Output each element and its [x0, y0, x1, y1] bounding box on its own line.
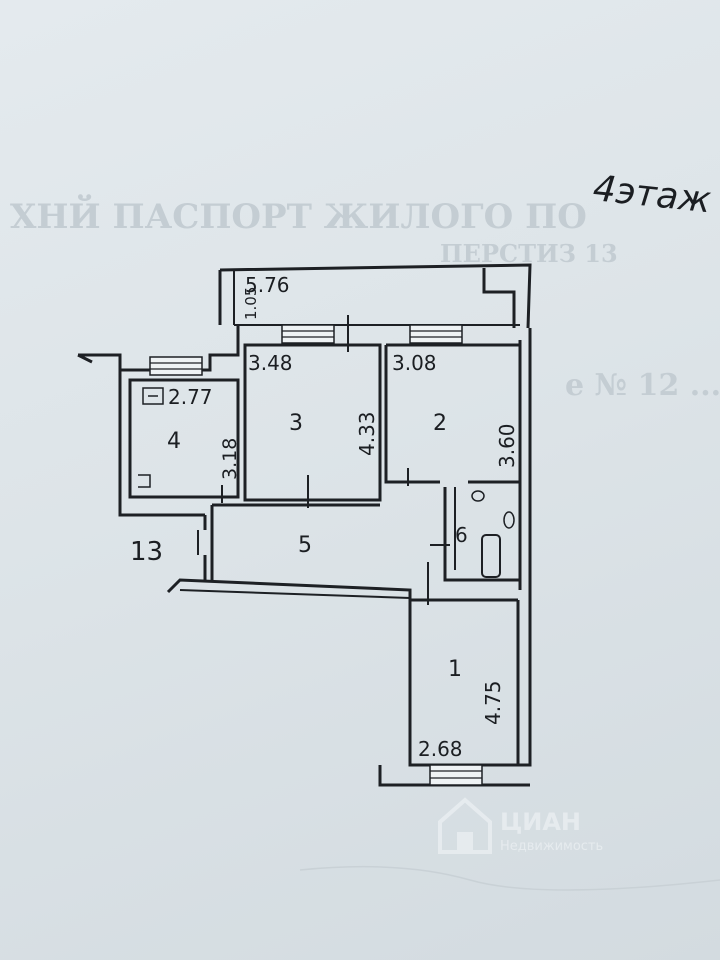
- background-title-text: ХНЙ ПАСПОРТ ЖИЛОГО ПО: [10, 194, 587, 237]
- room-5-number: 5: [298, 533, 312, 558]
- room-6: [430, 487, 520, 582]
- house-icon: [438, 797, 492, 854]
- room-3-width-label: 3.48: [248, 351, 293, 375]
- room-2-number: 2: [433, 411, 447, 436]
- balcony-depth-label: 1.05: [242, 287, 260, 320]
- watermark-brand: ЦИАН: [500, 808, 581, 836]
- room-3-length-label: 4.33: [355, 411, 379, 456]
- window-room-1: [429, 764, 483, 786]
- balcony-width-label: 5.76: [245, 273, 290, 297]
- cian-watermark: ЦИАН Недвижимость: [438, 797, 603, 854]
- watermark-subtitle: Недвижимость: [500, 839, 603, 854]
- room-1-number: 1: [448, 657, 462, 682]
- bathtub-icon: [481, 534, 501, 578]
- sink-icon: [138, 474, 151, 488]
- room-1-length-label: 4.75: [481, 680, 505, 725]
- room-2-length-label: 3.60: [495, 423, 519, 468]
- room-3: [243, 343, 382, 508]
- room-4-number: 4: [167, 429, 181, 454]
- window-balcony-left: [281, 324, 335, 344]
- toilet-icon: [503, 511, 515, 529]
- room-4-width-label: 2.77: [168, 385, 213, 409]
- room-2: [384, 343, 520, 486]
- room-2-width-label: 3.08: [392, 351, 437, 375]
- window-kitchen: [149, 356, 203, 376]
- background-line-text: е № 12 ...0 х ... фина: [565, 368, 720, 403]
- room-3-number: 3: [289, 411, 303, 436]
- stove-icon: [142, 387, 164, 405]
- background-subtitle-text: ПЕРСТИЗ 13: [440, 239, 618, 268]
- window-balcony-right: [409, 324, 463, 344]
- floor-label: 4этаж: [591, 168, 713, 221]
- room-4-length-label: 3.18: [219, 438, 241, 480]
- room-4: [128, 378, 240, 503]
- room-5: [197, 503, 429, 605]
- room-6-number: 6: [455, 523, 468, 547]
- washbasin-icon: [471, 490, 485, 502]
- entrance-label: 13: [130, 537, 163, 567]
- room-1-width-label: 2.68: [418, 737, 463, 761]
